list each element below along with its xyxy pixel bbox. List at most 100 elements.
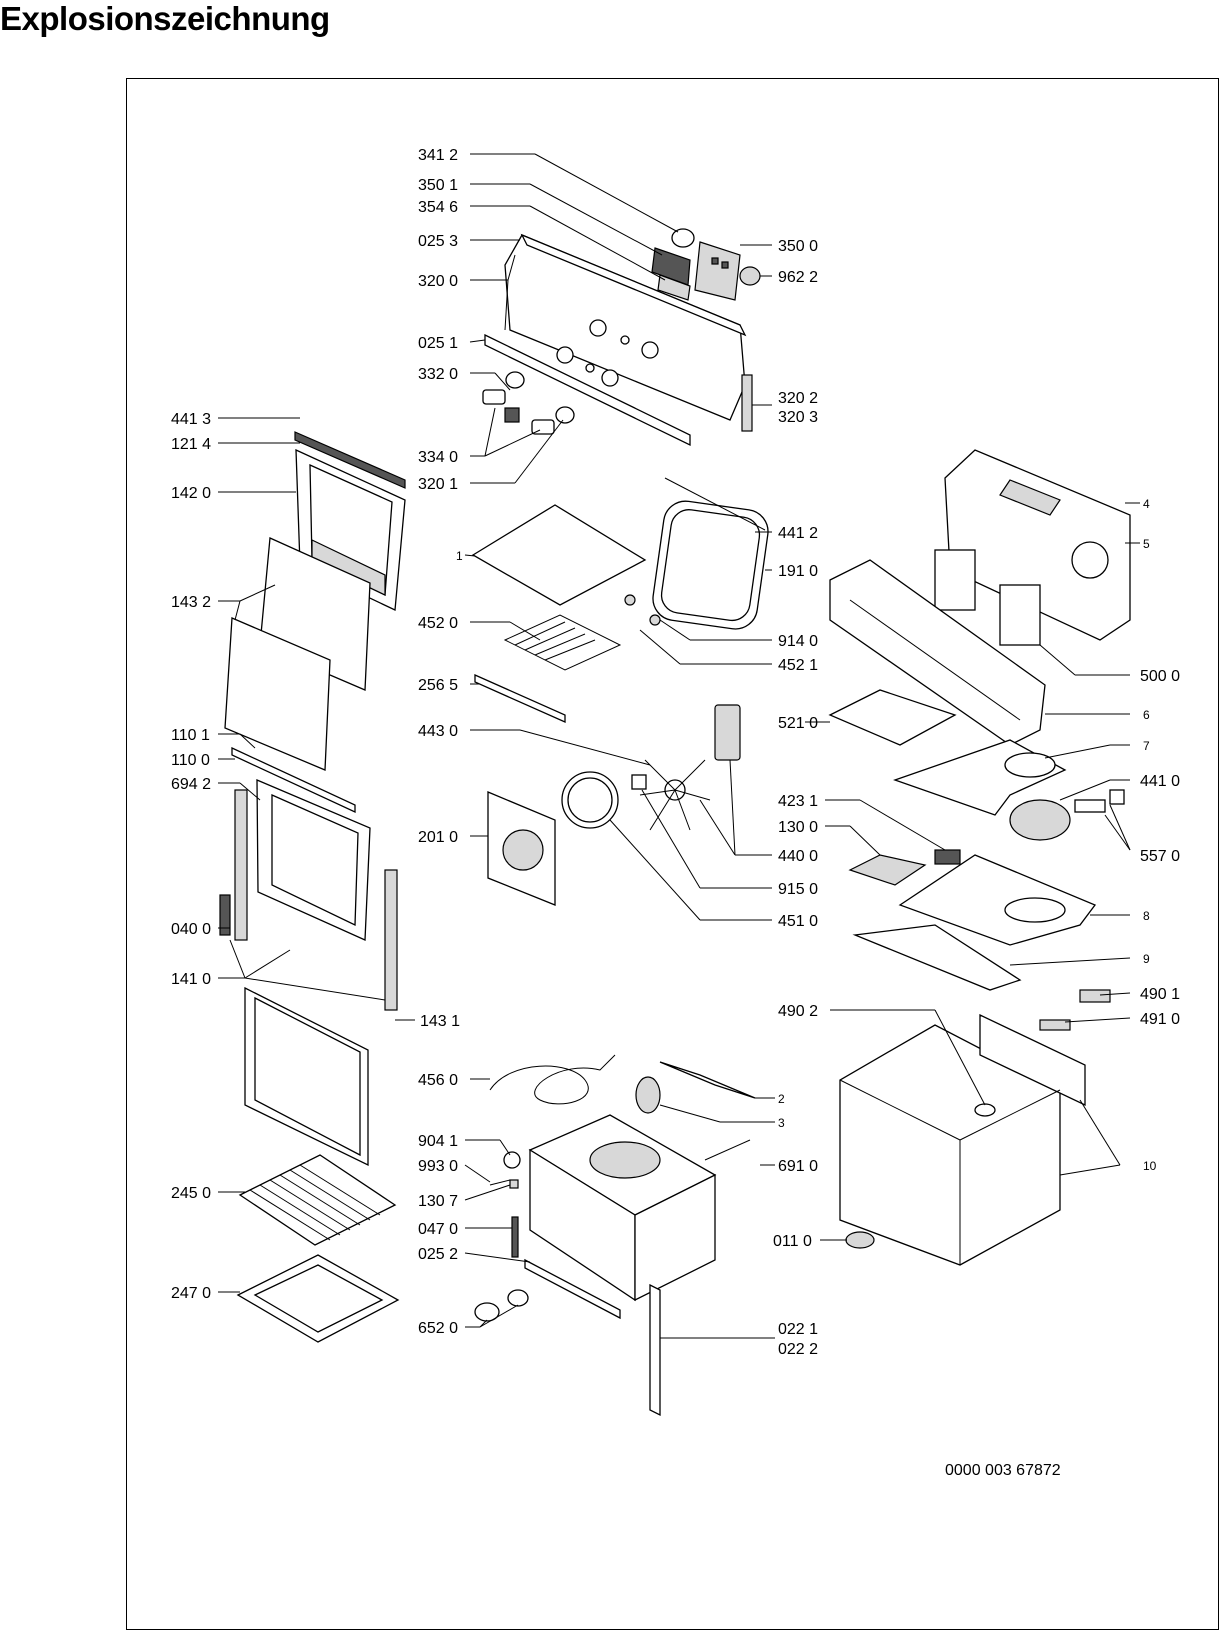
label-245-0: 245 0 [171,1185,211,1202]
label-441-2: 441 2 [778,525,818,542]
base-plate-part [898,854,1097,946]
hinge-clip [219,894,231,936]
label-121-4: 121 4 [171,436,211,453]
label-521-0: 521 0 [778,715,818,732]
side-bar-part [741,374,753,432]
bracket-part [1039,1019,1071,1031]
knob-part [474,1302,500,1322]
label-491-0: 491 0 [1140,1011,1180,1028]
label-441-3: 441 3 [171,411,211,428]
label-191-0: 191 0 [778,563,818,580]
label-334-0: 334 0 [418,449,458,466]
nut-part [631,774,647,790]
label-691-0: 691 0 [778,1158,818,1175]
label-350-0: 350 0 [778,238,818,255]
switch-part [1109,789,1125,805]
label-452-1: 452 1 [778,657,818,674]
label-2: 2 [778,1092,785,1106]
panel-small-hole [620,335,630,345]
relay-part [999,584,1041,646]
cap-part [739,266,761,286]
label-694-2: 694 2 [171,776,211,793]
rod-part [511,1216,519,1258]
back-fan-opening [1071,541,1109,579]
door-group [219,431,406,1167]
control-panel-group [482,228,761,447]
relay-part [934,549,976,611]
label-341-2: 341 2 [418,147,458,164]
label-9: 9 [1143,952,1150,966]
wire-rack-part [238,1154,397,1246]
baking-tray-inner [253,1264,384,1333]
label-141-0: 141 0 [171,971,211,988]
label-914-0: 914 0 [778,633,818,650]
label-022-1: 022 1 [778,1321,818,1338]
label-8: 8 [1143,909,1150,923]
hinge-bar-part [231,746,356,814]
label-490-2: 490 2 [778,1003,818,1020]
door-hinge-right [384,869,398,1011]
label-354-6: 354 6 [418,199,458,216]
terminal-part [934,849,961,865]
display-window-part [657,274,691,301]
heater-ring-inner [567,777,613,823]
knob-part [507,1289,529,1307]
oven-interior-group [471,477,769,1417]
page-title: Explosionszeichnung [0,0,330,37]
label-441-0: 441 0 [1140,773,1180,790]
label-6: 6 [1143,708,1150,722]
door-hinge-left [234,789,248,941]
label-557-0: 557 0 [1140,848,1180,865]
label-320-2: 320 2 [778,390,818,407]
label-440-0: 440 0 [778,848,818,865]
grill-element-part [503,614,622,671]
cooling-fan-part [1009,799,1071,841]
label-130-0: 130 0 [778,819,818,836]
electronics-module-part [694,241,741,301]
label-7: 7 [1143,739,1150,753]
label-904-1: 904 1 [418,1133,458,1150]
bracket-rod [664,477,766,531]
knob-ring-part [505,371,525,389]
label-962-2: 962 2 [778,269,818,286]
document-number: 0000 003 67872 [945,1462,1061,1479]
diagram-frame [126,78,1219,1630]
oven-cavity-part [528,1114,717,1302]
label-025-1: 025 1 [418,335,458,352]
label-350-1: 350 1 [418,177,458,194]
deflector-part [852,924,1022,991]
clip-part [509,1179,519,1189]
module-detail [721,261,729,269]
door-seal-inner [660,509,761,622]
label-5: 5 [1143,537,1150,551]
label-500-0: 500 0 [1140,668,1180,685]
label-443-0: 443 0 [418,723,458,740]
label-022-2: 022 2 [778,1341,818,1358]
label-320-3: 320 3 [778,409,818,426]
accessories-group [236,1154,400,1343]
panel-knob-hole [556,346,574,364]
label-3: 3 [778,1116,785,1130]
module-detail [711,257,719,265]
label-142-0: 142 0 [171,485,211,502]
door-seal-inner [254,996,361,1157]
knob-part [482,389,506,405]
label-110-0: 110 0 [171,752,210,769]
screw-part [489,1179,511,1186]
vent-grille [999,479,1061,516]
foot-part [503,1151,521,1169]
bracket-part [1079,989,1111,1003]
label-451-0: 451 0 [778,913,818,930]
label-915-0: 915 0 [778,881,818,898]
knob-shaft-part [504,407,520,423]
panel-small-hole [585,363,595,373]
panel-knob-hole [641,341,659,359]
heat-shield-part [474,673,566,724]
trim-strip-part [524,1258,621,1320]
connector-part [649,614,661,626]
label-143-2: 143 2 [171,594,211,611]
label-10: 10 [1143,1159,1157,1173]
label-025-2: 025 2 [418,1246,458,1263]
bottom-element-part [489,1054,616,1105]
label-4: 4 [1143,497,1150,511]
